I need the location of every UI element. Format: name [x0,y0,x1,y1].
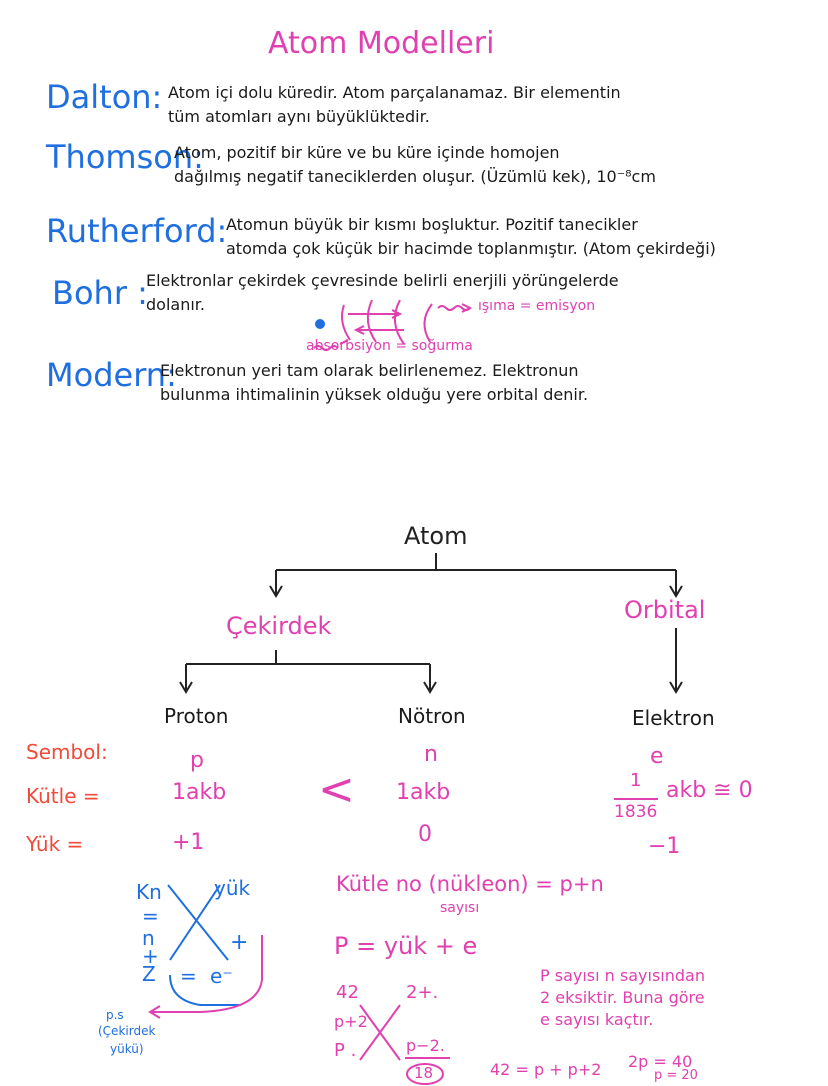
model-name-bohr: Bohr : [52,274,148,312]
cross-note-2: (Çekirdek [98,1024,156,1038]
example-answer: 18 [414,1064,434,1082]
example-p-plus-2: p+2 [334,1012,368,1031]
tree-node-orbital: Orbital [624,596,706,624]
electron-mass-suffix: akb ≅ 0 [666,778,753,803]
proton-mass: 1akb [172,780,227,805]
cross-diagram [167,884,240,1006]
formula-mass-number: Kütle no (nükleon) = p+n [336,872,604,896]
bohr-orbit-diagram [313,299,473,351]
cross-note-3: yükü) [110,1042,144,1056]
model-desc-modern-2: bulunma ihtimalinin yüksek olduğu yere o… [160,385,589,404]
neutron-mass: 1akb [396,780,451,805]
cross-n: n [142,926,155,950]
electron-symbol: e [650,744,664,769]
model-name-dalton: Dalton: [46,78,163,116]
row-label-mass: Kütle = [26,784,100,808]
model-desc-modern-1: Elektronun yeri tam olarak belirlenemez.… [160,361,579,380]
electron-mass-denominator: 1836 [614,802,658,822]
electron-charge: −1 [648,834,681,859]
cross-eq1: = [142,904,159,928]
model-desc-bohr-2: dolanır. [146,295,205,314]
model-desc-bohr-1: Elektronlar çekirdek çevresinde belirli … [146,271,619,290]
electron-mass-numerator: 1 [630,770,642,791]
tree-node-electron: Elektron [632,706,715,730]
model-desc-thomson-1: Atom, pozitif bir küre ve bu küre içinde… [174,143,560,162]
tree-node-proton: Proton [164,704,229,728]
cross-plus: + [142,944,159,968]
model-name-modern: Modern: [46,356,177,394]
example-42: 42 [336,982,359,1003]
proton-symbol: p [190,748,204,773]
cross-plus2: + [230,930,249,955]
cross-eq2: = [180,964,197,988]
example-p-minus-2: p−2. [406,1036,445,1055]
example-charge: 2+. [406,982,439,1003]
tree-root-atom: Atom [404,522,468,550]
cross-e: e⁻ [210,964,233,988]
example-cross [359,1004,450,1085]
model-desc-dalton-2: tüm atomları aynı büyüklüktedir. [168,107,430,126]
example-p: P . [334,1040,357,1061]
row-label-charge: Yük = [26,832,84,856]
example-calc-2: 2p = 40 [628,1052,693,1071]
cross-yuk: yük [214,876,251,900]
model-name-rutherford: Rutherford: [46,212,228,250]
model-desc-dalton-1: Atom içi dolu küredir. Atom parçalanamaz… [168,83,621,102]
formula-proton: P = yük + e [334,932,478,960]
cross-z: Z [142,962,156,986]
mass-compare-sign: < [318,764,355,815]
model-name-thomson: Thomson: [46,138,204,176]
cross-note-1: p.s [106,1008,124,1022]
tree-connectors [179,553,683,694]
nucleus-dot [315,319,325,329]
example-note-3: e sayısı kaçtır. [540,1010,654,1029]
example-note-1: P sayısı n sayısından [540,966,705,985]
row-label-symbol: Sembol: [26,740,108,764]
tree-node-neutron: Nötron [398,704,466,728]
tree-node-nucleus: Çekirdek [226,612,332,640]
model-desc-rutherford-1: Atomun büyük bir kısmı boşluktur. Poziti… [226,215,638,234]
model-desc-rutherford-2: atomda çok küçük bir hacimde toplanmıştı… [226,239,716,258]
absorption-label: absorbsiyon = soğurma [306,338,473,354]
example-note-2: 2 eksiktir. Buna göre [540,988,705,1007]
page-title: Atom Modelleri [268,26,495,61]
neutron-symbol: n [424,742,438,767]
proton-charge: +1 [172,830,205,855]
formula-mass-number-sub: sayısı [440,900,480,916]
example-calc-1: 42 = p + p+2 [490,1060,602,1079]
emission-label: ışıma = emisyon [478,298,596,314]
cross-return-arrow [148,935,263,1019]
example-calc-3: p = 20 [654,1068,698,1083]
cross-kn: Kn [136,880,162,904]
model-desc-thomson-2: dağılmış negatif taneciklerden oluşur. (… [174,167,656,186]
neutron-charge: 0 [418,822,432,847]
